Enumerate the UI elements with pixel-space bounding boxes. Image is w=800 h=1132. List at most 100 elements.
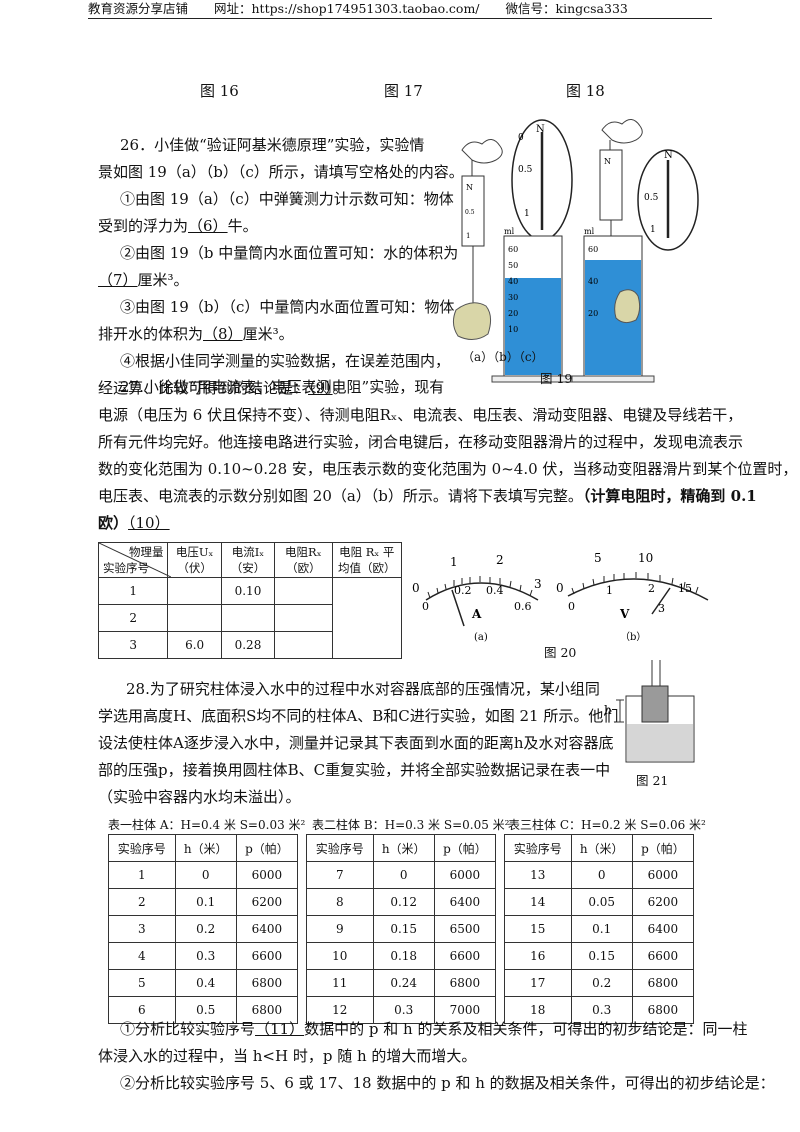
q28-line1: 28.为了研究柱体浸入水中的过程中水对容器底部的压强情况，某小组同	[126, 680, 600, 698]
svg-text:0.5: 0.5	[644, 193, 659, 203]
svg-text:30: 30	[508, 293, 518, 302]
water-b	[505, 278, 561, 375]
q26-line2: 景如图 19（a）（b）（c）所示，请填写空格处的内容。	[98, 163, 464, 181]
callout-a-1: 1	[524, 209, 530, 219]
svg-text:40: 40	[588, 277, 598, 286]
figure-20: 0 1 2 3 0 0.2 0.4 0.6 A (a) 0 5 10 15 0 …	[412, 551, 709, 643]
q27-line5: 电压表、电流表的示数分别如图 20（a）（b）所示。请将下表填写完整。（计算电阻…	[98, 487, 757, 505]
svg-text:40: 40	[508, 277, 518, 286]
callout-a-0: 0	[518, 133, 524, 143]
q26-line4: 受到的浮力为（6）牛。	[98, 217, 258, 235]
svg-text:5: 5	[594, 551, 602, 565]
svg-text:0.2: 0.2	[454, 584, 472, 597]
q26-line5: ②由图 19（b 中量筒内水面位置可知：水的体积为	[120, 244, 459, 262]
svg-text:20: 20	[588, 309, 598, 318]
svg-text:60: 60	[588, 245, 598, 254]
cylinder-body	[641, 685, 669, 723]
hand-icon	[461, 139, 503, 164]
average-cell[interactable]	[331, 577, 403, 659]
svg-text:0.6: 0.6	[514, 600, 532, 613]
q26-line9: ④根据小佳同学测量的实验数据，在误差范围内，	[120, 352, 451, 370]
svg-text:1: 1	[450, 555, 458, 569]
svg-text:V: V	[619, 607, 630, 621]
q26-line3: ①由图 19（a）（c）中弹簧测力计示数可知：物体	[120, 190, 454, 208]
svg-text:60: 60	[508, 245, 518, 254]
voltmeter-needle	[651, 587, 671, 615]
diag-header-cell: 物理量 实验序号	[97, 542, 171, 578]
table3-title: 表三柱体 C：H=0.2 米 S=0.06 米²	[508, 818, 706, 832]
q28-line2: 学选用高度H、底面积S均不同的柱体A、B和C进行实验，如图 21 所示。他们	[98, 707, 619, 725]
q28-conclusion1-line2: 体浸入水的过程中，当 h<H 时，p 随 h 的增大而增大。	[98, 1047, 477, 1065]
callout-a-05: 0.5	[518, 165, 533, 175]
q27-line4: 数的变化范围为 0.10~0.28 安，电压表示数的变化范围为 0~4.0 伏，…	[98, 460, 798, 478]
header-url[interactable]: 网址：https://shop174951303.taobao.com/	[214, 1, 480, 16]
svg-text:0.4: 0.4	[486, 584, 504, 597]
q26-line10: 经运算、比较可得到的结论是：（9）。	[98, 379, 348, 397]
blank-6: （6）	[188, 217, 228, 235]
figure-21: h	[604, 660, 695, 763]
q27-line2: 电源（电压为 6 伏且保持不变）、待测电阻Rₓ、电流表、电压表、滑动变阻器、电键…	[98, 406, 743, 424]
svg-text:A: A	[471, 607, 482, 621]
caption-fig16: 图 16	[200, 82, 239, 100]
q28-line3: 设法使柱体A逐步浸入水中，测量并记录其下表面到水面的距离h及水对容器底	[98, 734, 614, 752]
blank-10: （10）	[128, 514, 170, 532]
q27-line1: 27.小徐做“用电流表、电压表测电阻”实验，现有	[120, 378, 445, 396]
scale-a-05: 0.5	[465, 209, 475, 216]
q28-conclusion2: ②分析比较实验序号 5、6 或 17、18 数据中的 p 和 h 的数据及相关条…	[120, 1074, 775, 1092]
fig19-caption: 图 19	[540, 371, 573, 386]
svg-text:2: 2	[648, 582, 655, 595]
q26-line8: 排开水的体积为（8）厘米³。	[98, 325, 294, 343]
blank-9: （9）	[308, 379, 333, 397]
svg-text:10: 10	[508, 325, 518, 334]
q27-line3: 所有元件均完好。他连接电路进行实验，闭合电键后，在移动变阻器滑片的过程中，发现电…	[98, 433, 744, 451]
blank-11: （11）	[255, 1020, 305, 1038]
q26-line7: ③由图 19（b）（c）中量筒内水面位置可知：物体	[120, 298, 455, 316]
container-water	[627, 724, 693, 761]
svg-text:N: N	[664, 150, 673, 161]
svg-text:1: 1	[650, 225, 656, 235]
svg-text:0: 0	[556, 581, 564, 595]
svg-text:ml: ml	[584, 227, 595, 236]
fig19-sub: （a）（b）（c）	[462, 350, 544, 364]
table2-title: 表二柱体 B：H=0.3 米 S=0.05 米²	[312, 818, 510, 832]
q28-line4: 部的压强p，接着换用圆柱体B、C重复实验，并将全部实验数据记录在表一中	[98, 761, 611, 779]
ammeter: 0 1 2 3 0 0.2 0.4 0.6 A (a)	[412, 553, 542, 643]
caption-fig17: 图 17	[384, 82, 423, 100]
svg-text:0: 0	[412, 581, 420, 595]
svg-text:(a): (a)	[474, 632, 488, 643]
callout-a-n: N	[536, 124, 545, 135]
hand-icon	[601, 119, 643, 144]
svg-text:3: 3	[658, 602, 665, 615]
caption-fig18: 图 18	[566, 82, 605, 100]
q26-line1: 26．小佳做“验证阿基米德原理”实验，实验情	[120, 136, 425, 154]
ammeter-needle	[451, 589, 465, 627]
svg-text:0: 0	[568, 600, 575, 613]
svg-text:50: 50	[508, 261, 518, 270]
svg-text:2: 2	[496, 553, 504, 567]
svg-text:N: N	[604, 157, 611, 166]
blank-8: （8）	[203, 325, 243, 343]
svg-text:1: 1	[606, 584, 613, 597]
q28-line5: （实验中容器内水均未溢出）。	[98, 788, 301, 806]
